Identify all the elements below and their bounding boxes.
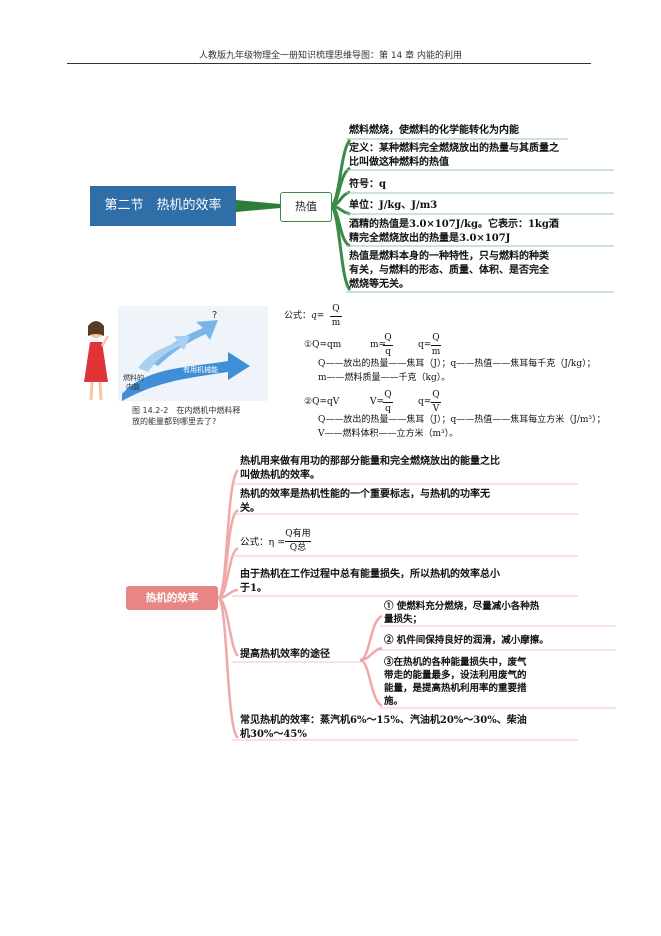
formula-1c-fraction: Q m [431,333,441,357]
branch-combustion: 燃料燃烧，使燃料的化学能转化为内能 [349,125,519,136]
branch-definition-line2: 比叫做这种燃料的热值 [349,157,449,168]
formula-1: ①Q=qm [304,340,342,350]
improve-way-3-line1: ③在热机的各种能量损失中，废气 [384,657,527,668]
formula-1-desc-line1: Q——放出的热量——焦耳（J）；q——热值——焦耳每千克（J/kg）； [318,359,596,369]
question-mark-label: ? [212,310,217,321]
figure-caption: 图 14.2-2 在内燃机中燃料释 放的能量都到哪里去了? [132,405,242,427]
formula-intro: 公式：q= [284,311,325,321]
improve-way-3-line3: 能量，是提高热机利用率的重要措 [384,683,527,694]
efficiency-loss-line2: 于1。 [240,583,267,594]
improve-way-1-line1: ① 使燃料充分燃烧，尽量减小各种热 [384,601,540,612]
formula-2c: q= [418,397,432,407]
formula-2c-fraction: Q V [431,390,441,414]
page-header: 人教版九年级物理全一册知识梳理思维导图：第 14 章 内能的利用 [198,51,463,61]
efficiency-numerator: Q有用 [285,528,311,542]
efficiency-formula-fraction: Q有用 Q总 [285,528,311,555]
node-heat-engine-efficiency: 热机的效率 [126,586,218,610]
branch-property-line1: 热值是燃料本身的一种特性，只与燃料的种类 [349,251,549,262]
efficiency-improve-ways: 提高热机效率的途径 [240,649,330,660]
node-heat-value: 热值 [280,192,332,222]
formula-2b: V= [370,397,385,407]
figure-caption-line2: 放的能量都到哪里去了? [132,417,217,426]
efficiency-denominator: Q总 [289,543,307,553]
useful-energy-label: 有用机械能 [183,365,218,374]
efficiency-definition-line2: 叫做热机的效率。 [240,470,320,481]
formula-2b-fraction: Q q [383,390,393,414]
efficiency-loss-line1: 由于热机在工作过程中总有能量损失，所以热机的效率总小 [240,569,500,580]
common-efficiency-line1: 常见热机的效率：蒸汽机6%～15%、汽油机20%～30%、柴油 [240,715,527,726]
formula-1b: m= [370,340,387,350]
common-efficiency-line2: 机30%～45% [240,729,307,740]
fuel-energy-label: 燃料的 [123,373,144,382]
branch-definition-line1: 定义：某种燃料完全燃烧放出的热量与其质量之 [349,143,559,154]
formula-2: ②Q=qV [304,397,340,407]
fuel-energy-label-2: 内能 [126,382,140,391]
formula-2-desc-line2: V——燃料体积——立方米（m³）。 [318,429,459,439]
fraction-numerator: Q [330,303,342,317]
efficiency-formula-label: 公式：η = [240,537,286,548]
branch-property-line3: 燃烧等无关。 [349,279,409,290]
improve-way-3-line2: 带走的能量最多，设法利用废气的 [384,670,527,681]
efficiency-importance-line2: 关。 [240,503,260,514]
improve-way-1-line2: 量损失； [384,614,423,625]
energy-flow-figure: ? 燃料的 内能 有用机械能 [84,306,268,401]
fraction-denominator: m [331,318,341,328]
branch-alcohol-line2: 精完全燃烧放出的热量是3.0×107J [349,233,511,244]
formula-1-desc-line2: m——燃料质量——千克（kg）。 [318,373,451,383]
formula-2-desc-line1: Q——放出的热量——焦耳（J）；q——热值——焦耳每立方米（J/m³）； [318,415,606,425]
improve-way-3-line4: 施。 [384,696,404,707]
efficiency-importance-line1: 热机的效率是热机性能的一个重要标志，与热机的功率无 [240,489,490,500]
branch-unit: 单位：J/kg、J/m3 [349,200,438,211]
formula-q-fraction: Q m [330,303,342,330]
header-rule [67,63,591,64]
efficiency-definition-line1: 热机用来做有用功的那部分能量和完全燃烧放出的能量之比 [240,456,500,467]
node-heat-engine-efficiency-section: 第二节 热机的效率 [90,186,236,226]
formula-1b-fraction: Q q [383,333,393,357]
branch-property-line2: 有关，与燃料的形态、质量、体积、是否完全 [349,265,549,276]
girl-illustration [84,321,110,401]
formula-1c: q= [418,340,432,350]
figure-caption-line1: 图 14.2-2 在内燃机中燃料释 [132,406,241,415]
improve-way-2: ② 机件间保持良好的润滑，减小摩擦。 [384,635,549,646]
branch-alcohol-line1: 酒精的热值是3.0×107J/kg。它表示：1kg酒 [349,219,559,230]
branch-symbol: 符号：q [349,179,386,190]
